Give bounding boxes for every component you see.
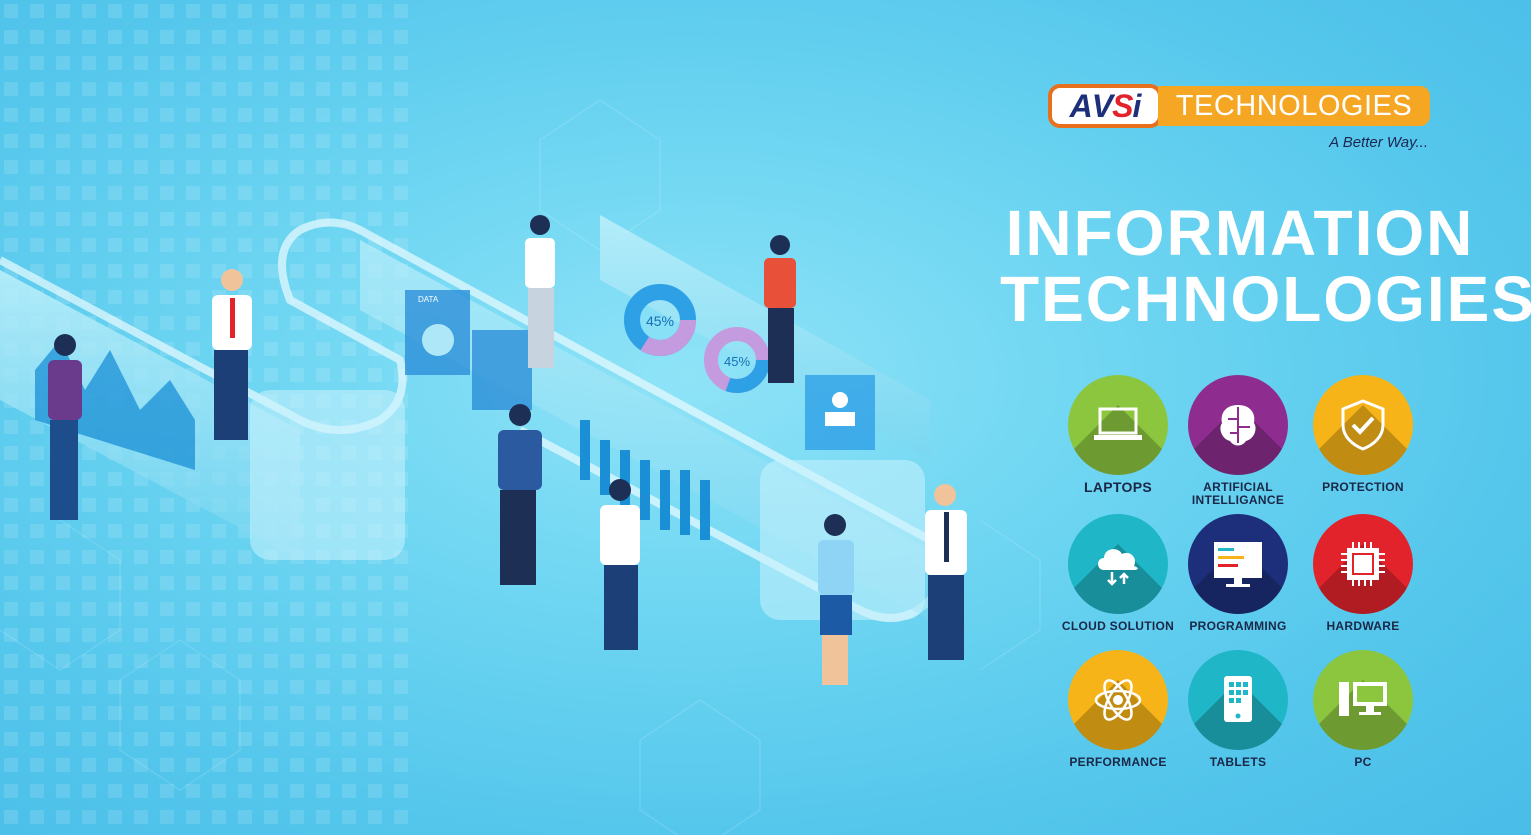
service-laptops: LAPTOPS [1053,375,1183,494]
service-artificial-intelligence: ARTIFICIAL INTELLIGANCE [1173,375,1303,507]
person-woman-top [525,215,555,368]
person-man-center [600,479,640,650]
service-label: ARTIFICIAL INTELLIGANCE [1191,480,1285,507]
service-label: PROTECTION [1322,480,1404,494]
data-panel: DATA [405,290,532,410]
service-tablets: TABLETS [1173,650,1303,769]
brand-tagline: A Better Way... [1329,134,1428,151]
donut-chart-2: 45% [704,327,770,393]
donut-percent-1: 45% [646,313,674,329]
brain-icon [1220,405,1256,446]
person-woman-left [48,334,82,520]
tablet-icon [1224,676,1252,722]
donut-percent-2: 45% [724,354,750,369]
service-label: CLOUD SOLUTION [1061,619,1175,633]
service-label: PC [1354,755,1372,769]
service-performance: PERFORMANCE [1053,650,1183,769]
laptop-icon [1094,407,1142,440]
title-line-2: TECHNOLOGIES [1000,263,1531,335]
logo-letter-i: i [1132,87,1141,124]
service-cloud-solution: CLOUD SOLUTION [1053,514,1183,633]
service-label: HARDWARE [1326,619,1400,633]
chip-icon [1341,542,1385,586]
person-woman-red [764,235,796,383]
service-label: LAPTOPS [1084,479,1152,495]
data-label: DATA [418,295,439,304]
person-woman-right [818,514,854,685]
profile-card [805,375,875,450]
logo-letter-a: A [1069,87,1093,124]
person-man-1 [212,269,252,440]
logo-letter-s: S [1112,87,1133,124]
service-pc: PC [1298,650,1428,769]
code-monitor-icon [1214,542,1262,587]
logo-wordmark: TECHNOLOGIES [1158,86,1430,126]
bar-chart [580,420,710,540]
service-protection: PROTECTION [1298,375,1428,494]
person-man-right [925,484,967,660]
title-line-1: INFORMATION [1005,197,1475,269]
page-title: INFORMATION TECHNOLOGIES [1000,197,1531,335]
logo-letter-v: V [1091,87,1113,124]
service-programming: PROGRAMMING [1173,514,1303,633]
service-label: TABLETS [1209,755,1267,769]
service-label: PERFORMANCE [1069,755,1167,769]
service-hardware: HARDWARE [1298,514,1428,633]
desktop-pc-icon [1339,682,1387,716]
people [48,215,967,685]
atom-icon [1094,679,1142,721]
cloud-icon [1098,549,1138,586]
shield-icon [1341,399,1385,451]
person-man-vr [498,404,542,585]
service-label: PROGRAMMING [1189,619,1287,633]
donut-chart-1: 45% [624,284,696,356]
